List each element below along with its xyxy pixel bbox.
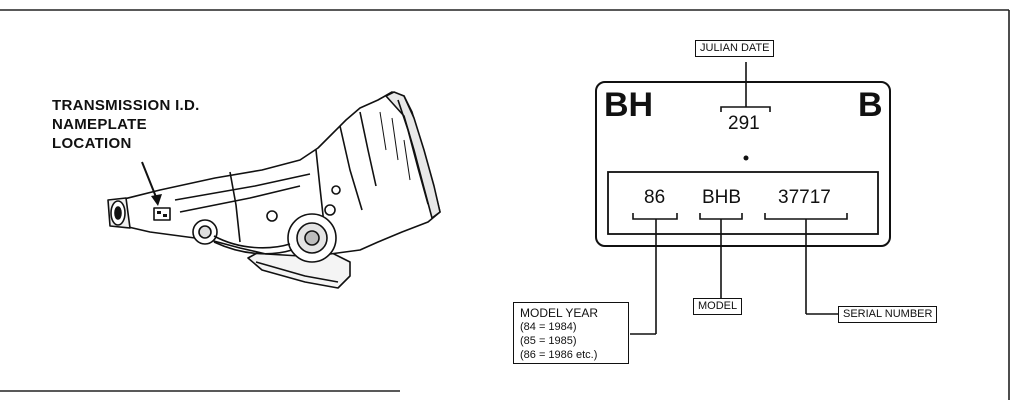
serial-number-callout: SERIAL NUMBER <box>838 306 938 323</box>
model-callout: MODEL <box>693 298 743 315</box>
julian-date-callout: JULIAN DATE <box>695 40 775 57</box>
serial-number-value: 37717 <box>778 187 831 208</box>
model-year-title: MODEL YEAR <box>520 306 599 320</box>
id-plate <box>595 81 891 247</box>
model-year-example-84: (84 = 1984) <box>520 321 577 333</box>
model-year-value: 86 <box>644 187 666 208</box>
location-label-line-2: NAMEPLATE <box>52 116 147 133</box>
plate-suffix: B <box>858 86 883 124</box>
nameplate-pointer <box>141 161 162 206</box>
location-label-line-1: TRANSMISSION I.D. <box>52 97 200 114</box>
model-year-callout: MODEL YEAR (84 = 1984) (85 = 1985) (86 =… <box>513 302 629 364</box>
page-frame <box>0 9 1010 400</box>
julian-date-value: 291 <box>728 113 760 134</box>
model-value: BHB <box>702 187 742 208</box>
callout-brackets <box>630 62 848 335</box>
transmission-illustration <box>107 91 441 289</box>
model-year-example-85: (85 = 1985) <box>520 335 577 347</box>
location-label-line-3: LOCATION <box>52 135 132 152</box>
model-year-example-86: (86 = 1986 etc.) <box>520 349 598 361</box>
nameplate-location-label: TRANSMISSION I.D. NAMEPLATE LOCATION <box>52 96 200 153</box>
plate-prefix: BH <box>604 86 654 124</box>
